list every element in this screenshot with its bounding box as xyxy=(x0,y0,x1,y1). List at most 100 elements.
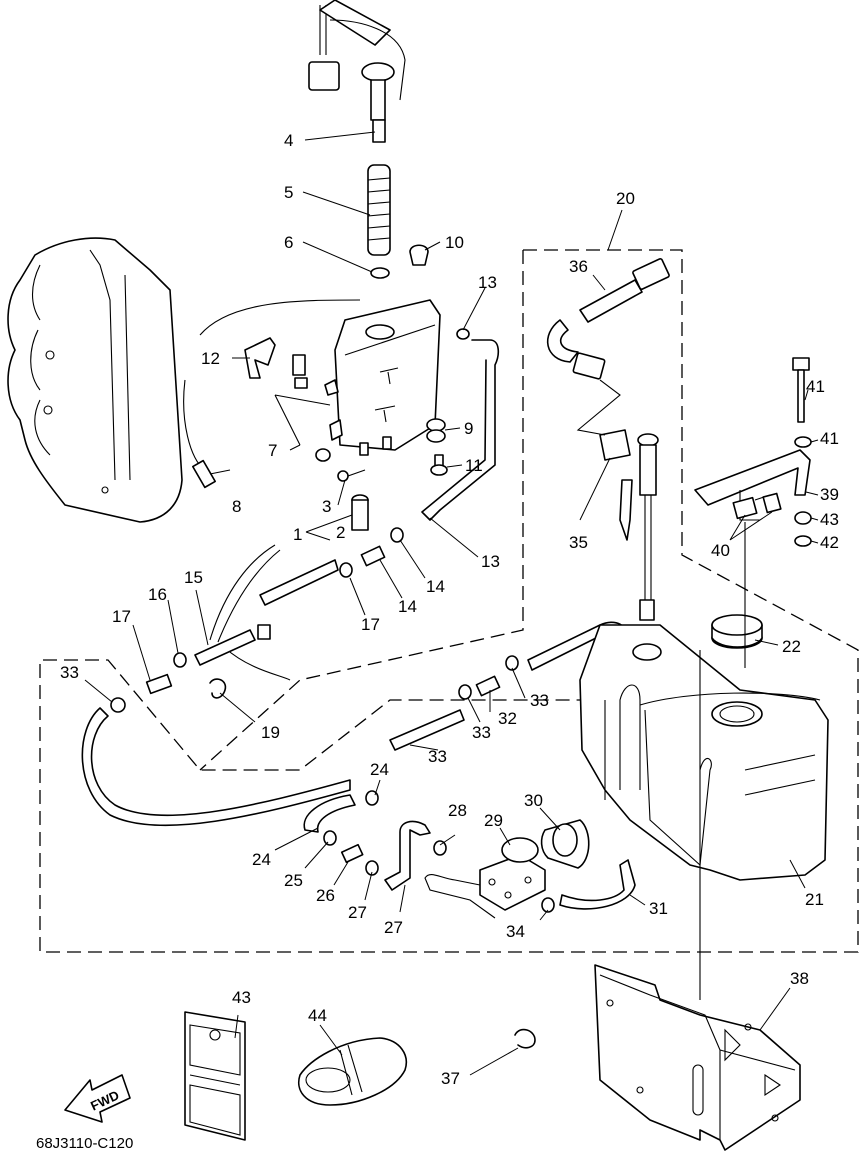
tank-level-gauge xyxy=(599,429,662,661)
callout-35: 36 xyxy=(569,257,588,276)
callout-40: 41 xyxy=(806,377,825,396)
callout-24-upper: 24 xyxy=(370,760,389,779)
callout-17-left: 16 xyxy=(148,585,167,604)
callout-26: 27 xyxy=(384,918,403,937)
cap-29 xyxy=(540,819,590,869)
washer-41-upper xyxy=(794,436,812,448)
callout-31: 32 xyxy=(498,709,517,728)
callout-29: 30 xyxy=(524,791,543,810)
hose-30 xyxy=(559,859,636,910)
callout-13: 13 xyxy=(481,552,500,571)
oil-feed-pump xyxy=(424,837,546,919)
callout-23: 24 xyxy=(252,850,271,869)
hose-23 xyxy=(303,794,356,833)
clip-33-left xyxy=(110,697,126,713)
callout-41-lower: 42 xyxy=(820,533,839,552)
cap-10 xyxy=(409,244,429,266)
callout-4: 4 xyxy=(284,131,293,150)
callout-22: 22 xyxy=(782,637,801,656)
callout-34: 35 xyxy=(569,533,588,552)
callout-19: 19 xyxy=(261,723,280,742)
hose-cover-44 xyxy=(298,1037,407,1106)
assembly-boundary-upper xyxy=(39,249,859,953)
clamp-19 xyxy=(209,678,227,699)
oil-hose-13 xyxy=(421,339,500,521)
hose-16 xyxy=(194,629,256,666)
tank-cap xyxy=(711,614,763,649)
callout-5: 5 xyxy=(284,183,293,202)
oil-sub-tank xyxy=(324,299,441,456)
callout-33-mid: 33 xyxy=(472,723,491,742)
grommet-9 xyxy=(426,418,446,443)
frame-lines xyxy=(209,544,291,681)
joint-31 xyxy=(475,675,501,697)
callout-15: 14 xyxy=(398,597,417,616)
callout-21: 21 xyxy=(805,890,824,909)
tank-tray-37 xyxy=(594,964,801,1151)
callout-17-right: 17 xyxy=(361,615,380,634)
clip-24-upper xyxy=(365,790,379,806)
callout-16: 15 xyxy=(184,568,203,587)
clip-24-lower xyxy=(323,830,337,846)
callout-6: 6 xyxy=(284,233,293,252)
oil-level-sensor xyxy=(308,0,406,143)
diagram-code: 68J3110-C120 xyxy=(36,1135,133,1152)
bolt-11 xyxy=(430,454,448,476)
collar-2 xyxy=(351,494,369,531)
callout-12: 12 xyxy=(201,349,220,368)
callout-18: 17 xyxy=(112,607,131,626)
screw-3 xyxy=(337,469,366,482)
callout-37: 38 xyxy=(790,969,809,988)
fitting-16 xyxy=(257,624,271,640)
hose-32 xyxy=(389,709,465,751)
clip-33-upper xyxy=(505,655,519,671)
callout-10: 10 xyxy=(445,233,464,252)
fwd-arrow-icon: FWD xyxy=(64,1074,131,1123)
callout-14-upper: 13 xyxy=(478,273,497,292)
clip-27-upper xyxy=(433,840,447,856)
callout-33-upper: 33 xyxy=(530,691,549,710)
clamp-36 xyxy=(514,1028,536,1049)
nut-42 xyxy=(794,511,812,525)
callout-20: 20 xyxy=(616,189,635,208)
callout-36: 37 xyxy=(441,1069,460,1088)
hose-26 xyxy=(384,820,431,891)
wire-harness-35 xyxy=(546,258,670,436)
callout-41-upper: 41 xyxy=(820,429,839,448)
clip-17-right xyxy=(339,562,353,578)
callout-1: 1 xyxy=(293,525,302,544)
clip-17-left xyxy=(173,652,187,668)
callout-44: 44 xyxy=(308,1006,327,1025)
joint-15 xyxy=(360,545,386,567)
wire-lead xyxy=(183,379,206,471)
bolt-8 xyxy=(192,459,216,489)
caution-label-43 xyxy=(184,1011,246,1141)
pad-39 xyxy=(732,492,782,520)
callout-38: 39 xyxy=(820,485,839,504)
joint-25 xyxy=(340,843,364,864)
hose-section xyxy=(259,559,339,606)
callout-7: 7 xyxy=(268,441,277,460)
clip-33-lower xyxy=(541,897,555,913)
clip-14-lower xyxy=(390,527,404,543)
callout-9: 9 xyxy=(464,419,473,438)
leader-lines xyxy=(84,131,819,1076)
callout-24-lower: 25 xyxy=(284,871,303,890)
guide-lines xyxy=(699,522,746,1000)
callout-3: 3 xyxy=(322,497,331,516)
main-oil-tank xyxy=(579,624,829,881)
callout-42: 43 xyxy=(820,510,839,529)
callout-43: 43 xyxy=(232,988,251,1007)
callout-11: 11 xyxy=(465,456,483,475)
callout-27-upper: 28 xyxy=(448,801,467,820)
callout-27-lower: 27 xyxy=(348,903,367,922)
clip-14-upper xyxy=(456,328,470,340)
clip-33-mid xyxy=(458,684,472,700)
callout-14-lower: 14 xyxy=(426,577,445,596)
callout-33-lower: 34 xyxy=(506,922,525,941)
callout-8: 8 xyxy=(232,497,241,516)
engine-block xyxy=(7,237,183,523)
callout-labels: 4 5 6 10 13 12 7 8 9 11 3 1 2 13 14 14 1… xyxy=(60,131,839,1088)
callout-2: 2 xyxy=(336,523,345,542)
